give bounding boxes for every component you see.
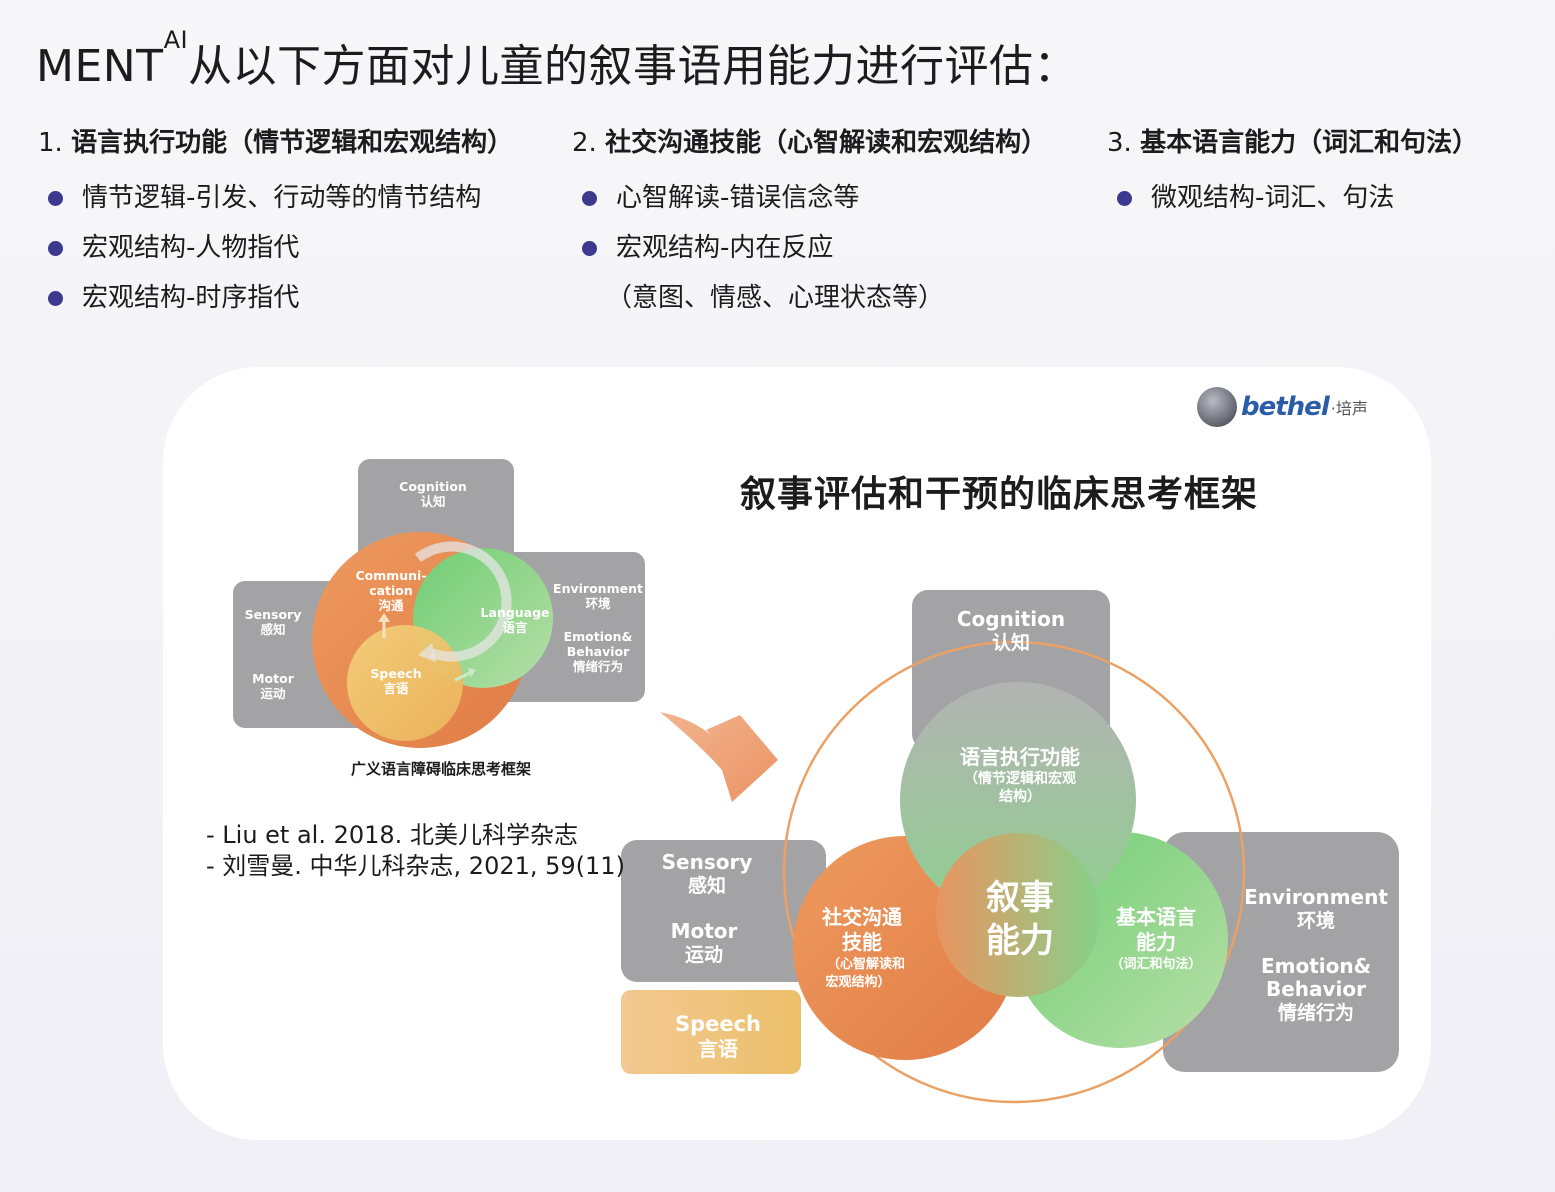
- small-communication-cn: 沟通: [378, 598, 404, 613]
- small-sensory-en: Sensory: [245, 607, 302, 622]
- list-item: 宏观结构-内在反应: [572, 223, 1047, 273]
- basic-language-label2: 能力: [1136, 930, 1176, 954]
- small-sensory-cn: 感知: [260, 622, 285, 637]
- small-emotion-cn: 情绪行为: [573, 659, 623, 674]
- big-speech-box: [621, 990, 801, 1074]
- narrative-center-label2: 能力: [986, 921, 1054, 961]
- bullet-icon: [582, 191, 597, 206]
- big-environment-cn: 环境: [1297, 909, 1335, 932]
- framework-title: 叙事评估和干预的临床思考框架: [740, 474, 1259, 515]
- cycle-arrow-icon: [414, 541, 512, 662]
- list-item: 微观结构-词汇、句法: [1107, 173, 1478, 223]
- reference-item: - 刘雪曼. 中华儿科杂志, 2021, 59(11): [206, 852, 625, 880]
- column-heading: 2. 社交沟通技能（心智解读和宏观结构）: [572, 128, 1048, 158]
- bullet-icon: [48, 241, 63, 256]
- big-environment-box: [1163, 832, 1399, 1072]
- bullet-icon: [48, 191, 63, 206]
- small-speech-cn: 言语: [383, 681, 409, 696]
- small-communication-en2: cation: [369, 583, 413, 598]
- column-basic: 3. 基本语言能力（词汇和句法） 微观结构-词汇、句法: [1107, 122, 1478, 223]
- references: - Liu et al. 2018. 北美儿科学杂志 - 刘雪曼. 中华儿科杂志…: [206, 820, 625, 882]
- small-speech-en: Speech: [370, 666, 421, 681]
- page-title: MENTAI从以下方面对儿童的叙事语用能力进行评估：: [36, 26, 1079, 92]
- small-language-en: Language: [480, 605, 549, 620]
- big-sensory-en: Sensory: [662, 850, 753, 874]
- basic-language-sub: （词汇和句法）: [1110, 956, 1201, 972]
- narrative-center-circle: [936, 833, 1100, 997]
- exec-function-sub2: 结构）: [999, 788, 1041, 805]
- bullet-icon: [582, 241, 597, 256]
- big-cognition-cn: 认知: [992, 631, 1030, 654]
- basic-language-label1: 基本语言: [1116, 905, 1196, 929]
- small-motor-en: Motor: [252, 671, 295, 686]
- small-diagram-caption: 广义语言障碍临床思考框架: [351, 760, 531, 778]
- big-speech-en: Speech: [675, 1012, 761, 1036]
- exec-function-label: 语言执行功能: [960, 745, 1080, 769]
- small-framework-diagram: Cognition 认知 Sensory 感知 Motor 运动 Environ…: [233, 459, 645, 778]
- small-cognition-en: Cognition: [399, 479, 467, 494]
- logo-icon: [1197, 387, 1237, 427]
- narrative-center-label1: 叙事: [986, 878, 1054, 918]
- cycle-arrow-head-icon: [418, 643, 436, 662]
- column-executive: 1. 语言执行功能（情节逻辑和宏观结构） 情节逻辑-引发、行动等的情节结构 宏观…: [38, 122, 513, 323]
- reference-item: - Liu et al. 2018. 北美儿科学杂志: [206, 821, 578, 849]
- small-language-cn: 语言: [502, 620, 528, 635]
- small-environment-en: Environment: [553, 581, 643, 596]
- exec-function-sub1: （情节逻辑和宏观: [964, 770, 1076, 787]
- big-speech-cn: 言语: [698, 1037, 738, 1061]
- big-behavior-en: Behavior: [1266, 977, 1366, 1001]
- small-motor-cn: 运动: [260, 686, 286, 701]
- bullet-icon: [48, 291, 63, 306]
- list-item: 宏观结构-人物指代: [38, 223, 513, 273]
- transition-arrow-icon: [660, 712, 778, 802]
- right-arrow-icon: [454, 670, 473, 682]
- column-social: 2. 社交沟通技能（心智解读和宏观结构） 心智解读-错误信念等 宏观结构-内在反…: [572, 122, 1047, 323]
- small-emotion-en: Emotion&: [564, 629, 633, 644]
- bethel-logo: bethel·培声: [1197, 387, 1368, 427]
- social-skills-label1: 社交沟通: [821, 905, 902, 929]
- small-behavior-en: Behavior: [567, 644, 630, 659]
- small-environment-cn: 环境: [585, 596, 611, 611]
- big-sensory-cn: 感知: [688, 874, 726, 897]
- big-sensory-box: [621, 840, 826, 982]
- list-item-continuation: （意图、情感、心理状态等）: [606, 283, 945, 313]
- big-framework-diagram: Cognition 认知 Sensory 感知 Motor 运动 Speech …: [621, 590, 1399, 1104]
- big-emotion-cn: 情绪行为: [1278, 1001, 1354, 1024]
- big-cognition-en: Cognition: [957, 607, 1065, 631]
- social-skills-label2: 技能: [842, 930, 882, 954]
- list-item: 宏观结构-时序指代: [38, 273, 513, 323]
- list-item: 情节逻辑-引发、行动等的情节结构: [38, 173, 513, 223]
- column-heading: 1. 语言执行功能（情节逻辑和宏观结构）: [38, 128, 514, 158]
- small-cognition-cn: 认知: [420, 494, 445, 509]
- bullet-icon: [1117, 191, 1132, 206]
- big-emotion-en: Emotion&: [1261, 954, 1371, 978]
- big-environment-en: Environment: [1244, 885, 1388, 909]
- social-skills-sub2: 宏观结构）: [825, 974, 890, 990]
- social-skills-sub1: （心智解读和: [827, 956, 905, 972]
- column-heading: 3. 基本语言能力（词汇和句法）: [1107, 128, 1479, 158]
- big-motor-cn: 运动: [685, 944, 723, 966]
- big-motor-en: Motor: [671, 919, 738, 943]
- list-item: 心智解读-错误信念等: [572, 173, 1047, 223]
- small-communication-en1: Communi-: [355, 568, 426, 583]
- big-outer-ring: [782, 640, 1246, 1104]
